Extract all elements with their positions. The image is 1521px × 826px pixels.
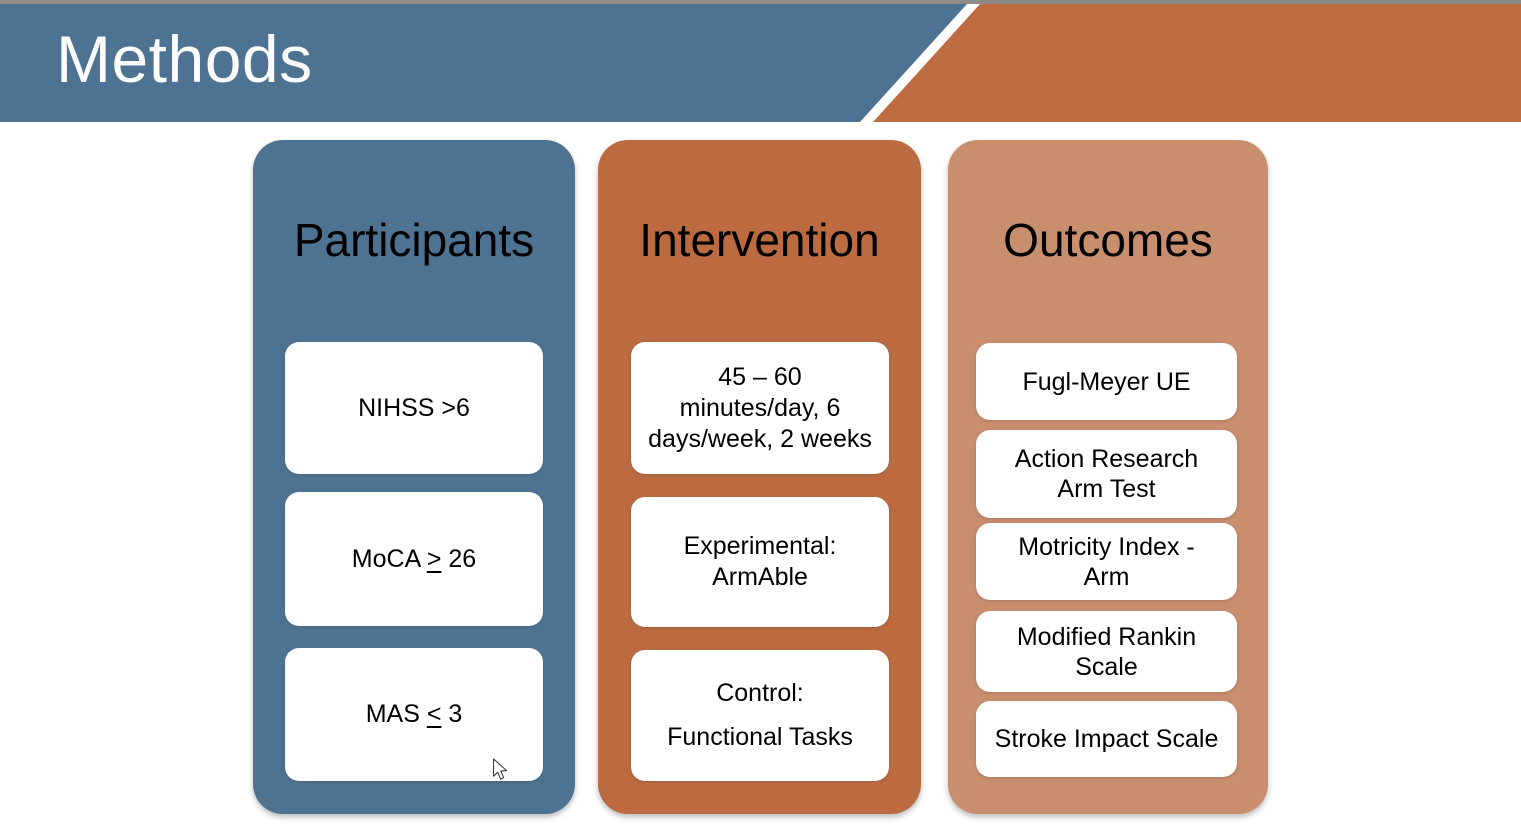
- criteria-mas-pre: MAS: [365, 700, 427, 728]
- column-outcomes: Outcomes Fugl-Meyer UE Action Research A…: [948, 140, 1268, 814]
- header-blue-shape: [0, 4, 967, 122]
- outcome-box-sis: Stroke Impact Scale: [976, 701, 1237, 777]
- criteria-box-mas: MAS < 3: [285, 648, 543, 781]
- column-outcomes-title: Outcomes: [1003, 214, 1213, 266]
- motricity-line-1: Motricity Index -: [1018, 532, 1195, 561]
- intervention-box-dosage: 45 – 60 minutes/day, 6 days/week, 2 week…: [631, 342, 889, 474]
- column-participants-title: Participants: [293, 214, 535, 266]
- outcome-box-arat: Action Research Arm Test: [976, 430, 1237, 518]
- criteria-nihss-text: NIHSS >6: [358, 393, 470, 422]
- sis-text: Stroke Impact Scale: [994, 725, 1219, 753]
- outcome-box-fugl-meyer: Fugl-Meyer UE: [976, 343, 1237, 420]
- criteria-moca-pre: MoCA: [351, 544, 427, 573]
- control-line-2: Functional Tasks: [667, 723, 853, 751]
- intervention-box-experimental: Experimental: ArmAble: [631, 497, 889, 627]
- rankin-line-1: Modified Rankin: [1016, 622, 1197, 651]
- slide-header-band: [0, 4, 1521, 122]
- experimental-line-1: Experimental:: [683, 532, 837, 560]
- arat-line-2: Arm Test: [1057, 475, 1156, 503]
- outcome-box-rankin: Modified Rankin Scale: [976, 611, 1237, 692]
- motricity-line-2: Arm: [1083, 562, 1130, 591]
- criteria-box-moca: MoCA > 26: [285, 492, 543, 626]
- rankin-line-2: Scale: [1075, 652, 1138, 681]
- dosage-line-3: days/week, 2 weeks: [648, 424, 872, 453]
- experimental-line-2: ArmAble: [712, 563, 808, 591]
- mouse-cursor-icon: [493, 758, 508, 780]
- criteria-mas-operator: <: [426, 700, 442, 728]
- fugl-meyer-text: Fugl-Meyer UE: [1022, 367, 1191, 396]
- dosage-line-1: 45 – 60: [718, 362, 802, 391]
- criteria-moca-operator: >: [426, 544, 442, 573]
- criteria-box-nihss: NIHSS >6: [285, 342, 543, 474]
- column-intervention-title: Intervention: [639, 214, 880, 266]
- outcome-box-motricity: Motricity Index - Arm: [976, 523, 1237, 600]
- control-line-1: Control:: [716, 679, 804, 707]
- top-border-strip: [0, 0, 1521, 4]
- column-intervention: Intervention 45 – 60 minutes/day, 6 days…: [598, 140, 921, 814]
- dosage-line-2: minutes/day, 6: [679, 393, 841, 422]
- header-orange-shape: [873, 4, 1521, 122]
- arat-line-1: Action Research: [1014, 445, 1199, 473]
- column-participants: Participants NIHSS >6 MoCA > 26 MAS < 3: [253, 140, 575, 814]
- intervention-box-control: Control: Functional Tasks: [631, 650, 889, 781]
- criteria-mas-post: 3: [441, 700, 463, 728]
- page-title: Methods: [56, 22, 313, 96]
- criteria-moca-post: 26: [441, 544, 477, 573]
